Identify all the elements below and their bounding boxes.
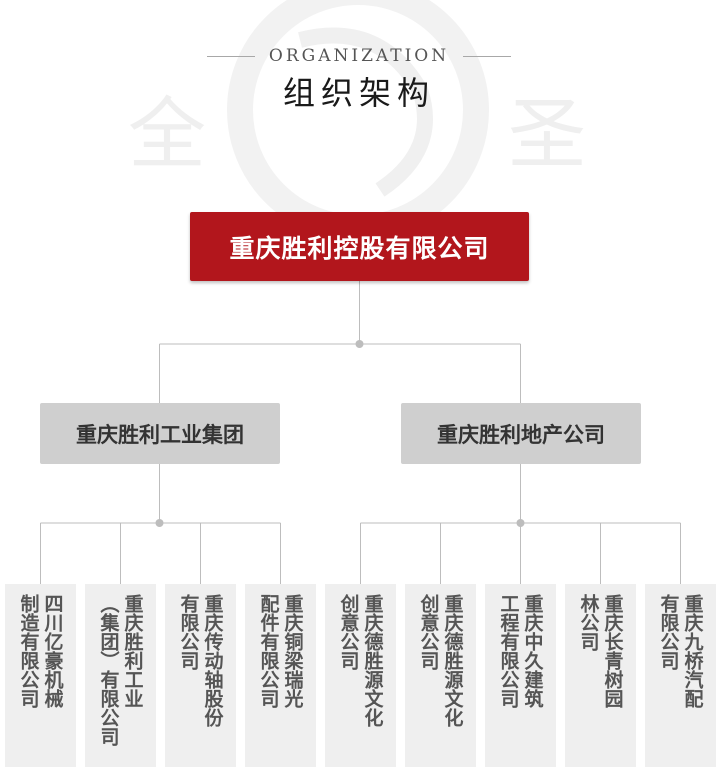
- junction-dot-icon: [516, 519, 525, 527]
- subsidiary-node: 四川亿豪机械 制造有限公司: [5, 584, 76, 767]
- header-left-rule: [206, 55, 255, 57]
- junction-dot-icon: [155, 519, 164, 527]
- section-header: ORGANIZATION 组织架构: [0, 46, 718, 114]
- subsidiary-node: 重庆长青树园 林公司: [565, 584, 636, 767]
- page-title: 组织架构: [282, 74, 435, 112]
- subsidiary-node: 重庆胜利工业 （集团）有限公司: [85, 584, 156, 767]
- subsidiary-node: 重庆德胜源文化 创意公司: [405, 584, 476, 767]
- group-node-realestate: 重庆胜利地产公司: [401, 403, 641, 464]
- group-node-industry: 重庆胜利工业集团: [40, 403, 280, 464]
- root-node: 重庆胜利控股有限公司: [190, 212, 529, 281]
- subsidiary-node: 重庆铜梁瑞光 配件有限公司: [245, 584, 316, 767]
- subsidiary-node: 重庆德胜源文化 创意公司: [325, 584, 396, 767]
- header-right-rule: [463, 55, 512, 57]
- header-english: ORGANIZATION: [268, 46, 450, 66]
- subsidiary-node: 重庆九桥汽配 有限公司: [645, 584, 716, 767]
- junction-dot-icon: [355, 340, 364, 348]
- subsidiary-node: 重庆传动轴股份 有限公司: [165, 584, 236, 767]
- subsidiary-node: 重庆中久建筑 工程有限公司: [485, 584, 556, 767]
